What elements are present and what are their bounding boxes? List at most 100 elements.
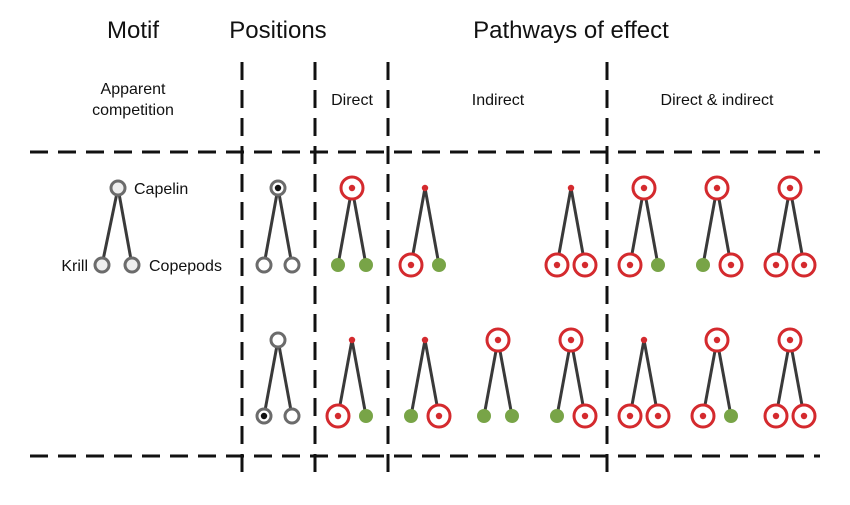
capelin-label: Capelin [134,181,188,198]
position-motif-row1 [255,179,301,274]
pathway-motif-row1-4-right-unaffected-node [651,258,665,272]
pathway-motif-row2-4 [550,327,598,429]
header-pathways: Pathways of effect [473,17,669,44]
pathway-motif-row1-6-top-affected-dot [786,184,794,192]
position-motif-row2-right-neutral-node [283,407,301,425]
pathway-motif-row2-5-left-affected-dot [626,412,634,420]
pathway-motif-row2-6-edge-right [715,339,733,417]
pathway-motif-row1-5-edge-right [715,187,733,266]
pathway-motif-row1-3-edge-right [569,187,587,266]
position-motif-row2-edge-left [262,339,280,417]
pathway-motif-row2-7-right-affected-dot [800,412,808,420]
motif-legend: Capelin Krill Copepods [61,179,222,275]
pathway-motif-row1-5-edge-left [701,187,719,266]
pathway-motif-row2-4-top-affected-dot [567,336,575,344]
pathway-motif-row2-4-edge-left [555,339,573,417]
subheader-indirect: Indirect [472,92,525,109]
pathway-motif-row2-1-right-unaffected-node [359,409,373,423]
pathway-motif-row2-2-top-minor-dot [421,336,429,344]
krill-node [93,256,111,274]
pathway-motif-row1-1-edge-left [336,187,354,266]
position-motif-row1-edge-right [276,187,294,266]
pathway-motif-row1-6 [763,175,817,278]
pathway-motif-row1-2-top-minor-dot [421,184,429,192]
position-motif-row1-left-neutral-node [255,256,273,274]
position-motif-row2-left-focal-dot [260,412,268,420]
subheader-direct-indirect: Direct & indirect [661,92,774,109]
pathway-motif-row1-4-left-affected-dot [626,261,634,269]
header-positions: Positions [229,17,326,44]
pathway-motif-row1-4-top-affected-dot [640,184,648,192]
pathway-motif-row1-6-edge-right [788,187,806,266]
pathway-motif-row2-4-edge-right [569,339,587,417]
pathway-motif-row2-3 [477,327,519,423]
pathway-motif-row1-6-right-affected-dot [800,261,808,269]
pathway-motif-row1-3-edge-left [555,187,573,266]
pathway-motif-row1-3 [544,184,598,278]
position-motif-row2-edge-right [276,339,294,417]
pathway-motif-row1-2-right-unaffected-node [432,258,446,272]
pathway-motif-row2-6-top-affected-dot [713,336,721,344]
position-motif-row1-top-focal-dot [274,184,282,192]
motif-edge-left [100,187,120,266]
krill-label: Krill [61,258,88,275]
pathway-motif-row1-5-right-affected-dot [727,261,735,269]
motif-edge-right [116,187,134,266]
pathway-motif-row1-1 [331,175,373,272]
pathway-motif-row2-6-right-unaffected-node [724,409,738,423]
position-motif-row2-top-neutral-node [269,331,287,349]
pathway-motif-row2-7-edge-left [774,339,792,417]
pathway-motif-row2-5-top-minor-dot [640,336,648,344]
pathway-motif-row1-4-edge-right [642,187,660,266]
pathway-motif-row2-7-top-affected-dot [786,336,794,344]
copepods-node [123,256,141,274]
motif-instances [255,175,817,429]
pathway-motif-row2-6-edge-left [701,339,719,417]
subheader-motif-line2: competition [92,102,174,119]
pathway-motif-row2-6 [690,327,738,429]
pathway-motif-row1-1-edge-right [350,187,368,266]
subheader-direct: Direct [331,92,373,109]
pathway-motif-row1-2-edge-right [423,187,441,266]
pathway-motif-row2-1-top-minor-dot [348,336,356,344]
pathway-motif-row2-4-right-affected-dot [581,412,589,420]
pathway-motif-row1-4-edge-left [628,187,646,266]
pathway-motif-row1-2 [398,184,446,278]
pathway-motif-row2-3-edge-left [482,339,500,417]
pathway-motif-row2-2-edge-right [423,339,441,417]
pathway-motif-row1-1-right-unaffected-node [359,258,373,272]
header-motif: Motif [107,17,159,44]
position-motif-row1-edge-left [262,187,280,266]
pathway-motif-row1-3-left-affected-dot [553,261,561,269]
copepods-label: Copepods [149,258,222,275]
pathway-motif-row1-3-top-minor-dot [567,184,575,192]
pathway-motif-row1-3-right-affected-dot [581,261,589,269]
pathway-motif-row2-3-top-affected-dot [494,336,502,344]
pathway-motif-row2-5-edge-left [628,339,646,417]
pathway-motif-row2-1-left-affected-dot [334,412,342,420]
capelin-node [109,179,127,197]
pathway-motif-row2-5-edge-right [642,339,660,417]
pathway-motif-row2-1 [325,336,373,429]
pathway-motif-row2-7-edge-right [788,339,806,417]
pathway-motif-row1-5-top-affected-dot [713,184,721,192]
pathway-motif-row1-1-left-unaffected-node [331,258,345,272]
pathway-motif-row2-4-left-unaffected-node [550,409,564,423]
pathway-motif-row2-1-edge-right [350,339,368,417]
pathway-motif-row1-4 [617,175,665,278]
pathway-motif-row2-5-right-affected-dot [654,412,662,420]
subheader-motif-line1: Apparent [101,81,166,98]
pathway-motif-row2-2-edge-left [409,339,427,417]
pathway-motif-row2-3-left-unaffected-node [477,409,491,423]
pathway-motif-row2-3-edge-right [496,339,514,417]
pathway-motif-row2-6-left-affected-dot [699,412,707,420]
pathway-motif-row2-2-right-affected-dot [435,412,443,420]
pathway-motif-row2-7 [763,327,817,429]
pathway-motif-row1-5-left-unaffected-node [696,258,710,272]
pathway-motif-row2-1-edge-left [336,339,354,417]
pathway-motif-row2-5 [617,336,671,429]
pathway-motif-row1-2-left-affected-dot [407,261,415,269]
pathway-motif-row1-5 [696,175,744,278]
pathway-motif-row2-2 [404,336,452,429]
